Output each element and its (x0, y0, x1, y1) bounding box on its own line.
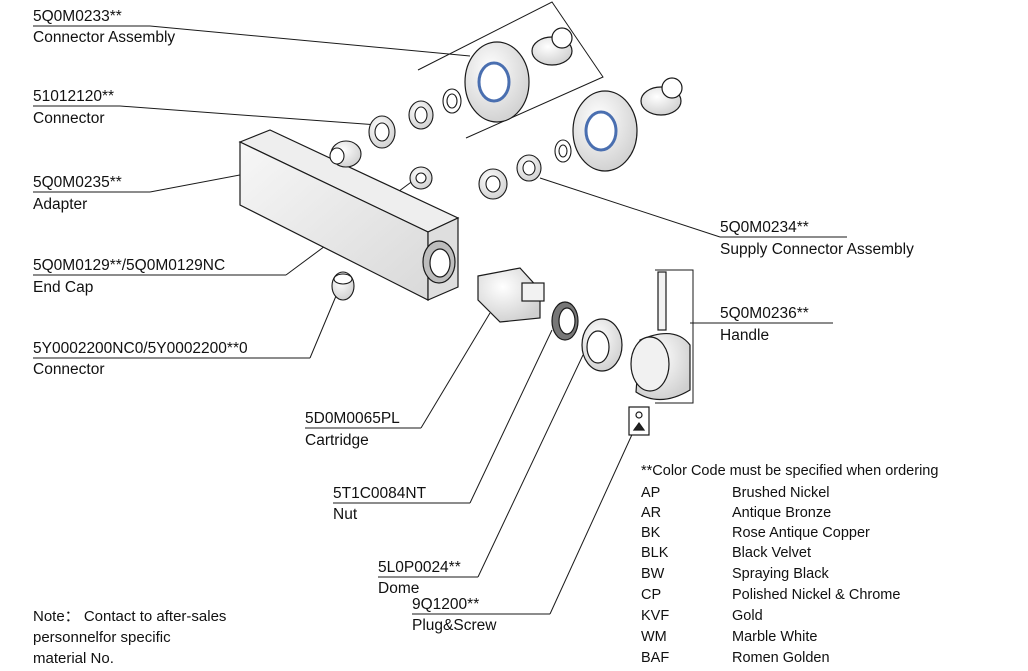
color-code: AP (641, 485, 661, 501)
callout-part-number: 5L0P0024** (378, 559, 461, 576)
color-name: Rose Antique Copper (732, 525, 870, 541)
callout-part-number: 5Q0M0129**/5Q0M0129NC (33, 257, 226, 274)
color-code: BAF (641, 650, 670, 666)
callout-part-number: 5Q0M0235** (33, 174, 122, 191)
callout-name: Nut (333, 506, 358, 523)
color-name: Spraying Black (732, 566, 829, 582)
note-line: Note： Contact to after-sales (33, 608, 227, 625)
callout-name: Dome (378, 580, 420, 597)
color-code: AR (641, 505, 662, 521)
small-fittings (329, 88, 572, 301)
callout-part-number: 5Q0M0236** (720, 305, 809, 322)
callout-name: Connector (33, 361, 105, 378)
callout-part-number: 5D0M0065PL (305, 410, 400, 427)
color-name: Gold (732, 608, 763, 624)
callout-name: End Cap (33, 279, 94, 296)
color-code-title: **Color Code must be specified when orde… (641, 463, 939, 479)
color-name: Brushed Nickel (732, 485, 830, 501)
color-name: Marble White (732, 629, 818, 645)
valve-body (238, 129, 460, 301)
callout-part-number: 5Q0M0234** (720, 219, 809, 236)
color-name: Antique Bronze (732, 505, 832, 521)
callout-part-number: 9Q1200** (412, 596, 480, 613)
after-sales-note: Note： Contact to after-sales personnelfo… (33, 606, 293, 669)
color-name: Romen Golden (732, 650, 830, 666)
connector-discs (464, 27, 683, 172)
color-code: BK (641, 525, 661, 541)
callout-name: Supply Connector Assembly (720, 241, 914, 258)
color-code: BLK (641, 545, 669, 561)
callout-name: Adapter (33, 196, 88, 213)
callout-part-number: 5T1C0084NT (333, 485, 427, 502)
color-code: KVF (641, 608, 670, 624)
note-line: material No. (33, 650, 114, 667)
callout-name: Handle (720, 327, 770, 344)
callout-name: Plug&Screw (412, 617, 497, 634)
color-code: CP (641, 587, 662, 603)
callout-part-number: 51012120** (33, 88, 115, 105)
color-code: BW (641, 566, 665, 582)
callout-name: Connector (33, 110, 105, 127)
callout-name: Cartridge (305, 432, 369, 449)
color-name: Polished Nickel & Chrome (732, 587, 901, 603)
callout-name: Connector Assembly (33, 29, 176, 46)
color-code: WM (641, 629, 667, 645)
assembly-frame (417, 1, 694, 404)
color-name: Black Velvet (732, 545, 811, 561)
cartridge-and-trim (477, 267, 691, 436)
callout-part-number: 5Y0002200NC0/5Y0002200**0 (33, 340, 248, 357)
note-line: personnelfor specific (33, 629, 171, 646)
callout-part-number: 5Q0M0233** (33, 8, 122, 25)
